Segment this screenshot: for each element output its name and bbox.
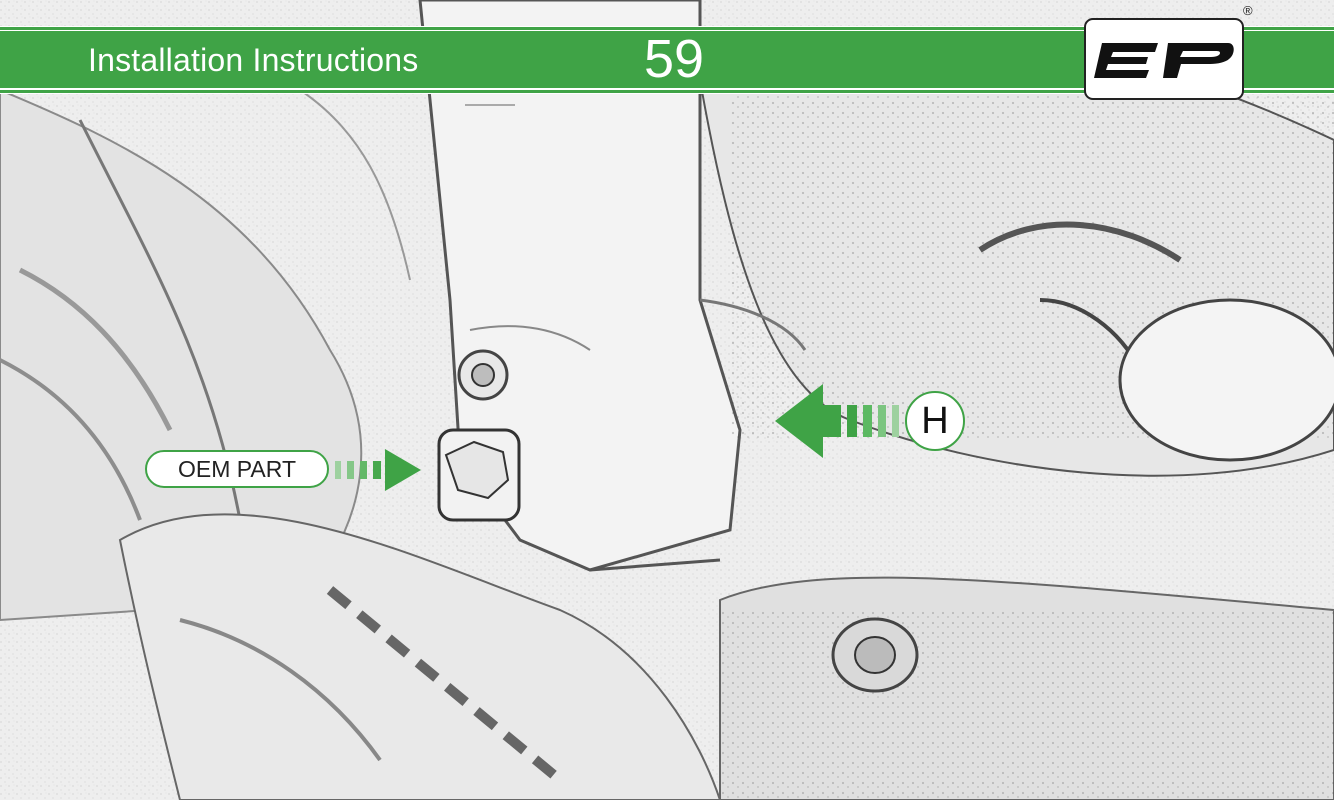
document-title: Installation Instructions bbox=[88, 38, 419, 82]
page-number: 59 bbox=[644, 27, 704, 91]
callout-h: H bbox=[905, 391, 965, 451]
arrow-left-icon bbox=[775, 380, 905, 462]
brand-logo bbox=[1084, 18, 1244, 100]
arrow-right-icon bbox=[328, 444, 424, 496]
ep-logo-icon bbox=[1086, 20, 1242, 98]
registered-mark: ® bbox=[1243, 4, 1253, 18]
oem-part-label: OEM PART bbox=[145, 450, 329, 488]
